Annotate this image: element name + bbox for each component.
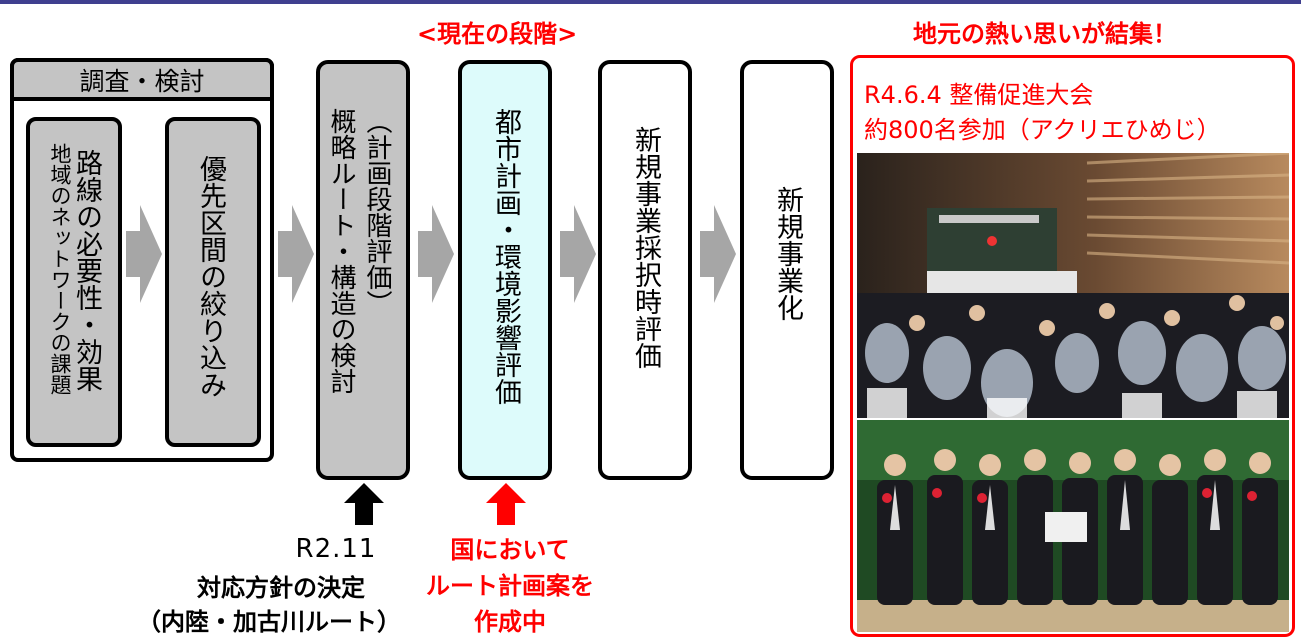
decision-title: 対応方針の決定 [197,574,365,602]
arrow-right-icon [278,205,314,303]
convention-hall-photo [857,153,1289,418]
decision-route: （内陸・加古川ルート） [137,608,401,636]
top-border-line [0,0,1301,4]
current-stage-label: <現在の段階> [417,20,578,48]
priority-section-box: 優先区間の絞り込み [165,117,261,447]
planning-stage-box: 概略ルート・構造の検討 （計画段階評価） [316,60,410,480]
new-project-eval-text: 新規事業採択時評価 [630,126,661,369]
new-project-box: 新規事業化 [740,60,834,480]
planning-eval-text: （計画段階評価） [362,108,392,316]
urban-planning-box: 都市計画・環境影響評価 [458,60,552,480]
national-line3: 作成中 [474,608,546,636]
arrow-up-icon [344,483,384,525]
arrow-right-icon [560,205,596,303]
decision-date: R2.11 [295,534,377,564]
new-project-text: 新規事業化 [772,186,803,321]
route-necessity-box: 路線の必要性・効果 地域のネットワークの課題 [26,117,122,447]
event-caption-line2: 約800名参加（アクリエひめじ） [864,116,1221,144]
route-necessity-text: 路線の必要性・効果 [71,149,102,392]
event-caption-line1: R4.6.4 整備促進大会 [864,81,1094,109]
route-structure-text: 概略ルート・構造の検討 [326,108,356,394]
arrow-up-icon [486,483,526,525]
event-photo-panel [850,55,1295,637]
urban-planning-text: 都市計画・環境影響評価 [490,108,521,405]
survey-title: 調査・検討 [10,58,274,101]
group-ceremony-photo [857,420,1289,632]
network-issue-text: 地域のネットワークの課題 [48,143,72,395]
new-project-eval-box: 新規事業採択時評価 [598,60,692,480]
national-line1: 国において [450,536,570,564]
local-passion-label: 地元の熱い思いが結集！ [913,20,1177,48]
arrow-right-icon [418,205,454,303]
arrow-right-icon [700,205,736,303]
arrow-right-icon [126,205,162,303]
national-line2: ルート計画案を [426,572,594,600]
priority-section-text: 優先区間の絞り込み [195,155,226,398]
